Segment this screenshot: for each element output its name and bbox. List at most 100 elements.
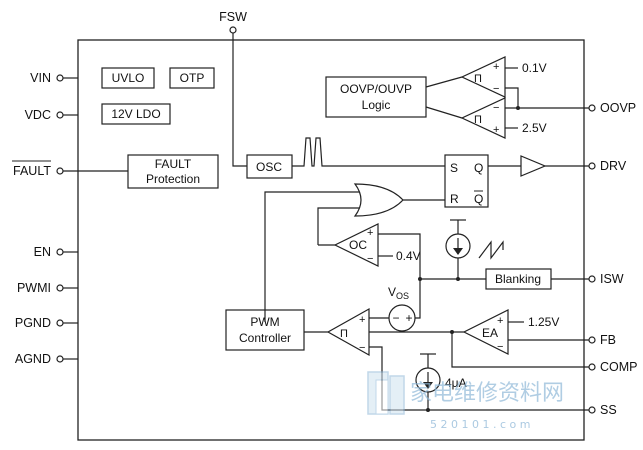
svg-text:−: −	[359, 342, 365, 354]
svg-text:Blanking: Blanking	[495, 272, 541, 286]
osc-block: OSC	[246, 154, 293, 179]
pin-vdc[interactable]: VDC	[25, 108, 78, 122]
ea-comp-wire	[451, 332, 589, 368]
pwm-comparator: Π + −	[326, 307, 370, 357]
svg-text:+: +	[359, 314, 365, 326]
uvlo-block: UVLO	[101, 67, 155, 89]
svg-text:Π: Π	[340, 328, 348, 340]
uvp-ref-label: 2.5V	[522, 121, 547, 135]
watermark-text: 家电维修资料网	[410, 381, 564, 406]
ramp-icon	[478, 240, 504, 260]
svg-text:−: −	[367, 253, 373, 265]
ovp-uvp-wiring	[425, 67, 589, 129]
svg-text:R: R	[450, 192, 459, 206]
slope-current-source	[445, 219, 471, 279]
pin-agnd[interactable]: AGND	[15, 352, 78, 366]
svg-text:PGND: PGND	[15, 316, 51, 330]
chip-outline	[77, 39, 585, 441]
pin-terminal-fsw[interactable]	[229, 26, 237, 34]
pin-isw[interactable]: ISW	[588, 272, 624, 286]
svg-text:FAULT: FAULT	[155, 157, 192, 171]
watermark-logo	[367, 371, 405, 415]
svg-text:+: +	[493, 61, 499, 73]
svg-text:Π: Π	[474, 73, 482, 85]
svg-text:UVLO: UVLO	[112, 71, 145, 85]
svg-text:−: −	[392, 311, 399, 325]
svg-text:OSC: OSC	[256, 160, 282, 174]
svg-text:PWM: PWM	[250, 315, 279, 329]
vos-label: VOS	[388, 285, 409, 301]
osc-pulse-icon	[292, 137, 445, 167]
pin-label-fsw: FSW	[219, 10, 247, 24]
svg-text:−: −	[497, 341, 503, 353]
fault-protection-block: FAULT Protection	[127, 154, 219, 189]
uvp-comparator: Π − +	[460, 97, 506, 139]
svg-text:+: +	[367, 227, 373, 239]
oc-plus-wire	[378, 233, 421, 279]
blanking-block: Blanking	[485, 268, 552, 290]
pin-oovp[interactable]: OOVP	[588, 101, 636, 115]
pin-fb[interactable]: FB	[588, 333, 616, 347]
svg-text:+: +	[493, 124, 499, 136]
driver-buffer	[520, 155, 547, 177]
svg-text:+: +	[497, 315, 503, 327]
svg-text:VDC: VDC	[25, 108, 51, 122]
pin-fault[interactable]: FAULT	[12, 160, 128, 178]
svg-text:S: S	[450, 161, 458, 175]
ovp-ref-label: 0.1V	[522, 61, 547, 75]
sr-latch: S R Q Q	[444, 154, 489, 208]
svg-text:OTP: OTP	[180, 71, 205, 85]
pin-vin[interactable]: VIN	[30, 71, 78, 85]
node-blank-2	[456, 277, 460, 281]
svg-text:VIN: VIN	[30, 71, 51, 85]
svg-text:OC: OC	[349, 238, 367, 252]
ss-current-source	[415, 353, 441, 410]
oovp-logic-block: OOVP/OUVP Logic	[325, 76, 427, 118]
ea-ref-label: 1.25V	[528, 315, 559, 329]
svg-text:PWMI: PWMI	[17, 281, 51, 295]
oc-to-or-wire	[317, 207, 359, 245]
svg-text:COMP: COMP	[600, 360, 638, 374]
svg-text:Controller: Controller	[239, 331, 291, 345]
svg-text:ISW: ISW	[600, 272, 624, 286]
pin-ss[interactable]: SS	[588, 403, 617, 417]
otp-block: OTP	[169, 67, 215, 89]
ss-current-label: 4μA	[445, 376, 467, 390]
svg-text:FAULT: FAULT	[13, 164, 51, 178]
svg-text:OOVP: OOVP	[600, 101, 636, 115]
oc-comparator: OC + −	[333, 223, 379, 267]
ea-amplifier: EA + −	[462, 309, 509, 355]
pin-drv[interactable]: DRV	[588, 159, 627, 173]
vos-to-blank-wire	[415, 279, 421, 319]
pwm-controller-block: PWM Controller	[225, 309, 305, 351]
svg-text:Q: Q	[474, 192, 483, 206]
svg-text:12V LDO: 12V LDO	[111, 107, 160, 121]
vos-source: − +	[388, 304, 416, 332]
oc-ref-label: 0.4V	[396, 249, 421, 263]
svg-text:FB: FB	[600, 333, 616, 347]
svg-text:Logic: Logic	[362, 98, 391, 112]
svg-text:+: +	[405, 311, 412, 325]
svg-text:Π: Π	[474, 114, 482, 126]
pin-comp[interactable]: COMP	[588, 360, 638, 374]
node-ss	[426, 408, 430, 412]
svg-text:−: −	[493, 102, 499, 114]
svg-text:EN: EN	[34, 245, 51, 259]
ldo-block: 12V LDO	[101, 103, 171, 125]
watermark-url: 5 2 0 1 0 1 . c o m	[430, 418, 530, 431]
svg-text:EA: EA	[482, 326, 498, 340]
svg-text:SS: SS	[600, 403, 617, 417]
svg-text:OOVP/OUVP: OOVP/OUVP	[340, 82, 412, 96]
pwm-to-or-wire	[264, 191, 359, 322]
svg-text:Protection: Protection	[146, 172, 200, 186]
node-comp	[450, 330, 454, 334]
svg-text:−: −	[493, 83, 499, 95]
wire-fsw-osc	[232, 33, 247, 167]
ovp-comparator: Π + −	[460, 56, 506, 98]
pin-pwmi[interactable]: PWMI	[17, 281, 78, 295]
pin-pgnd[interactable]: PGND	[15, 316, 78, 330]
svg-text:DRV: DRV	[600, 159, 627, 173]
or-gate	[353, 183, 404, 217]
pin-en[interactable]: EN	[34, 245, 78, 259]
